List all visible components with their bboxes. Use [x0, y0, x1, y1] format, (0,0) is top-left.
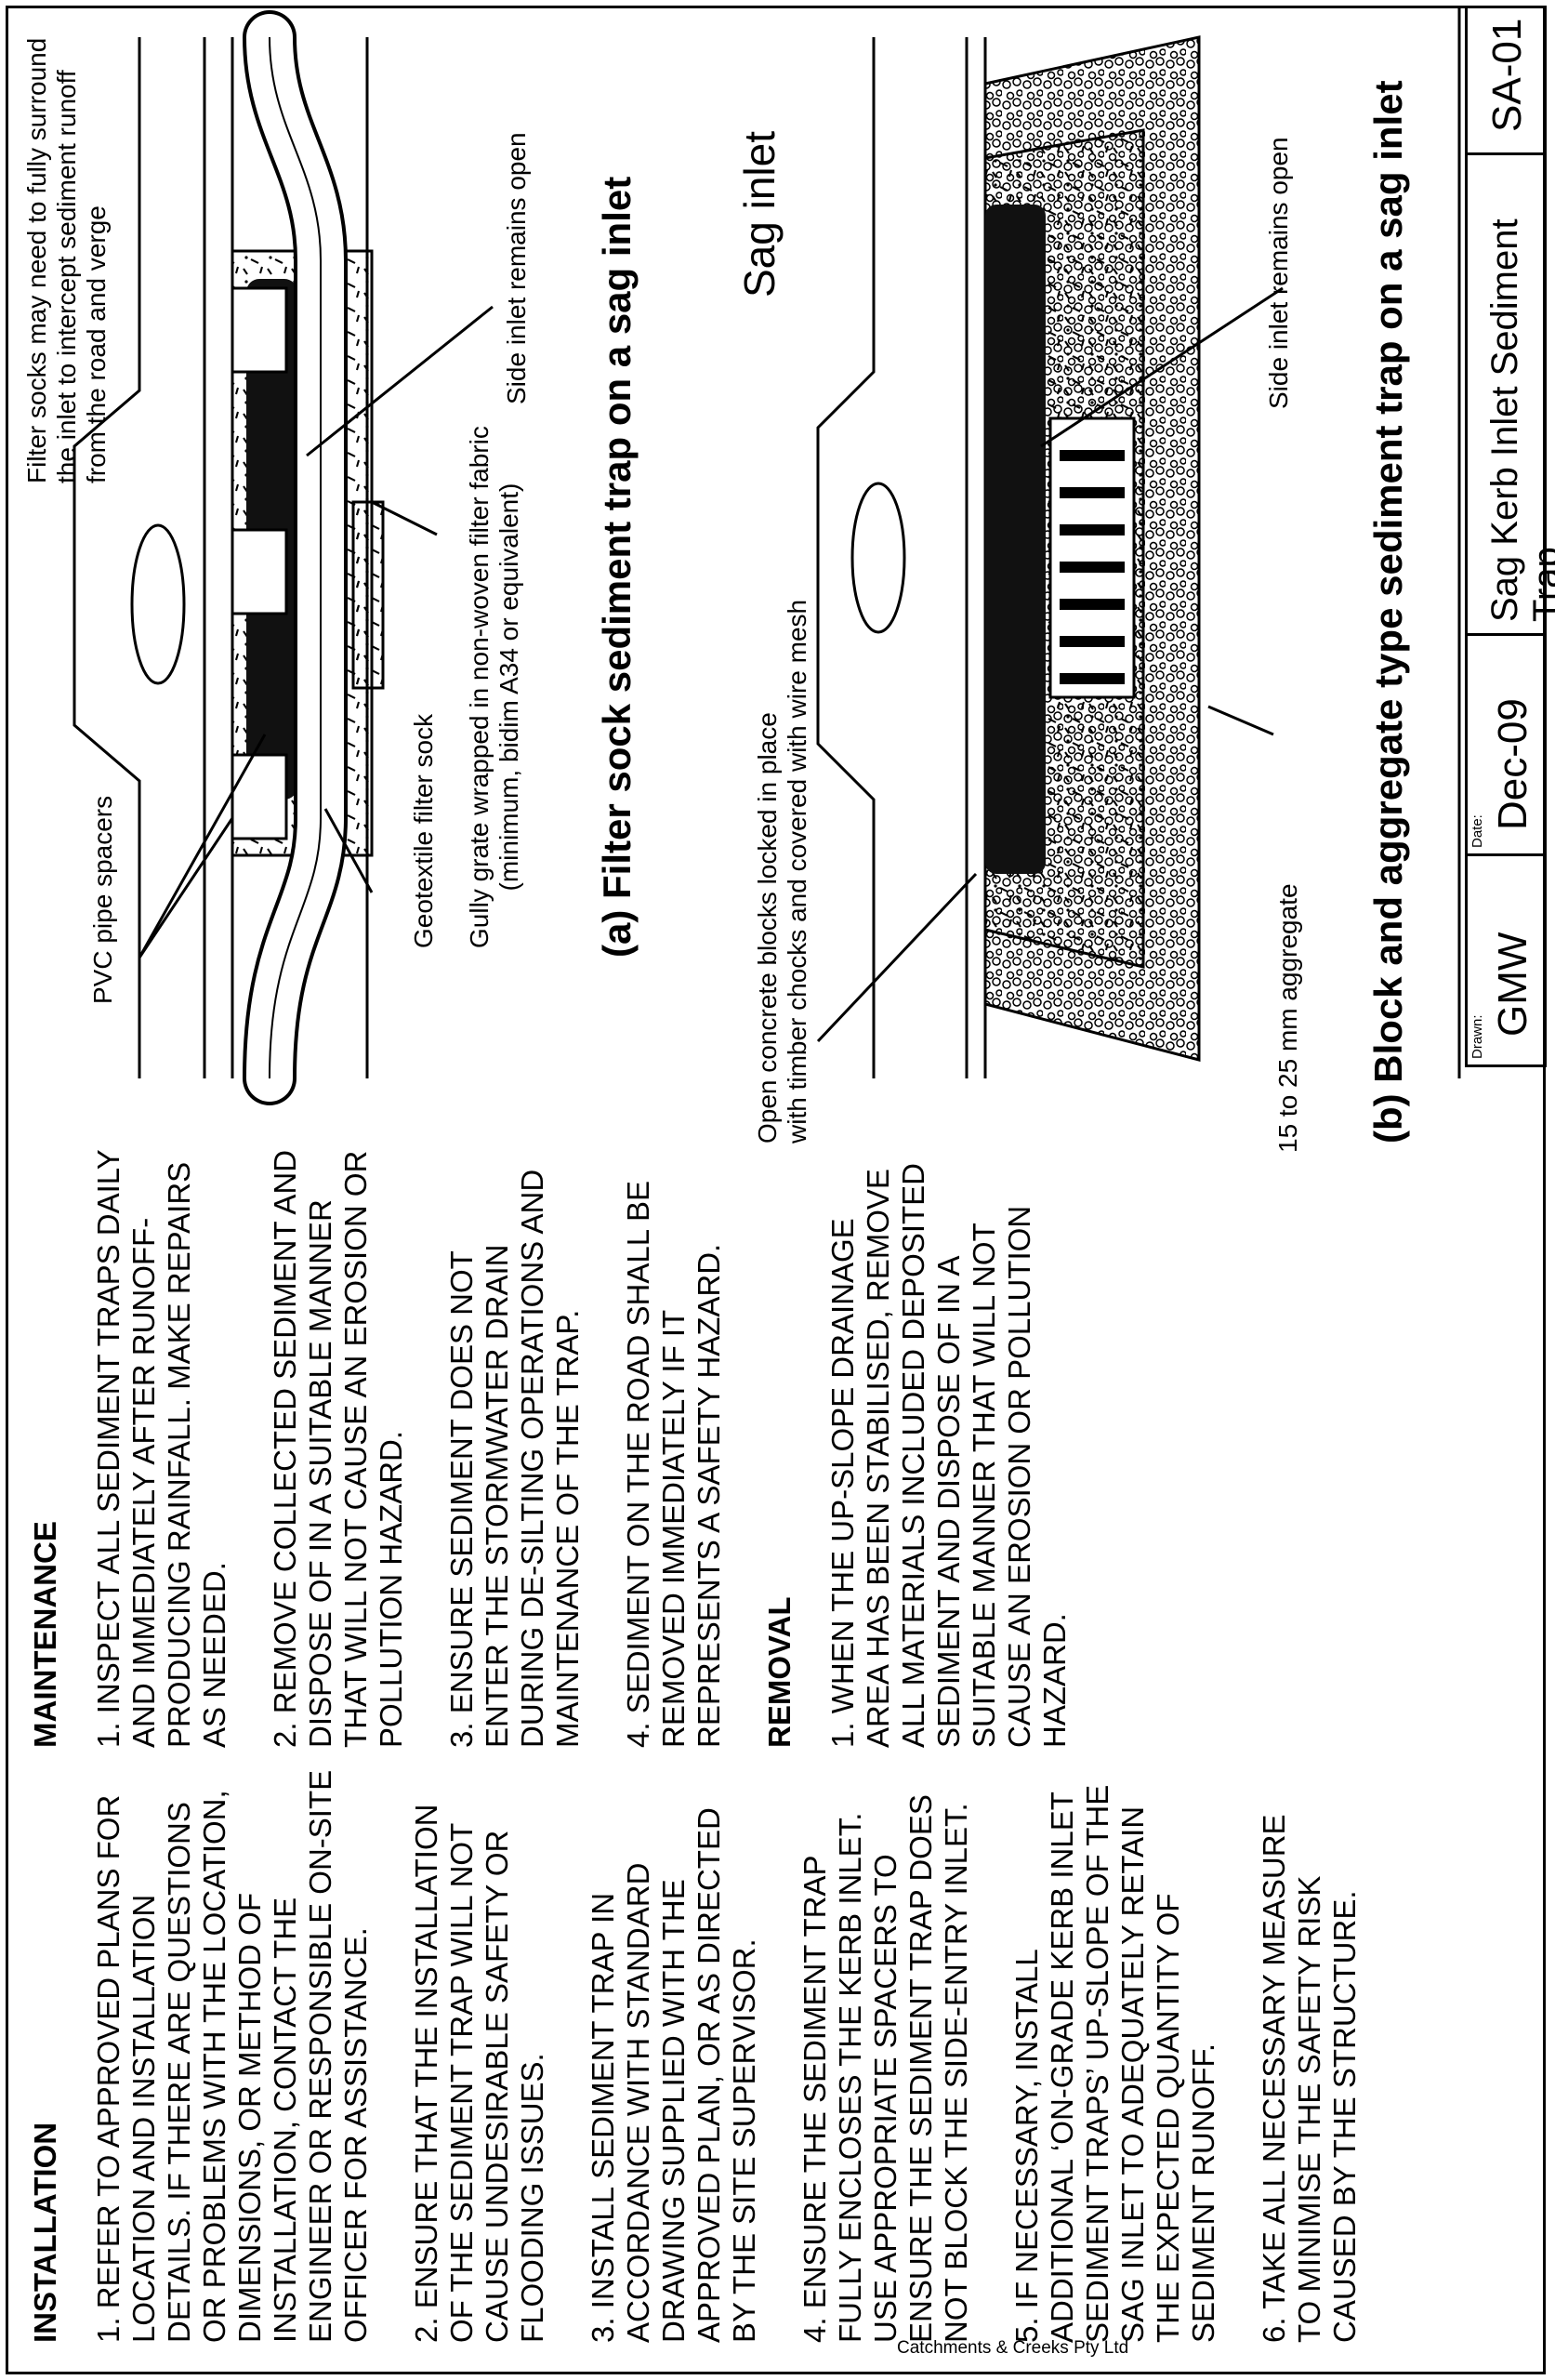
caption-a: (a) Filter sock sediment trap on a sag i…: [595, 176, 639, 958]
gully-grate: [351, 500, 385, 690]
filter-socks-label: Filter socks may need to fully surround …: [22, 37, 111, 483]
drawing-code: SA-01: [1484, 18, 1530, 132]
drawn-cell: Drawn: GMW: [1465, 853, 1547, 1067]
drain-oval: [130, 523, 186, 685]
block-aggregate-diagram: [816, 35, 1284, 1078]
drawn-value: GMW: [1490, 932, 1535, 1037]
side-inlet-label-a: Side inlet remains open: [502, 132, 531, 404]
pvc-spacers-label: PVC pipe spacers: [88, 795, 117, 1004]
caption-b: (b) Block and aggregate type sediment tr…: [1366, 80, 1410, 1144]
verge-outline: [72, 37, 141, 1078]
aggregate-label: 15 to 25 mm aggregate: [1273, 883, 1302, 1153]
date-cell: Date: Dec-09: [1465, 633, 1547, 856]
title-cell: Sag Kerb Inlet Sediment Trap: [1465, 152, 1555, 636]
drawn-label: Drawn:: [1469, 1014, 1485, 1059]
drain-oval: [850, 482, 906, 634]
geotextile-label: Geotextile filter sock: [409, 713, 438, 948]
gully-grate-label: Gully grate wrapped in non-woven filter …: [465, 426, 523, 948]
side-inlet-label-b: Side inlet remains open: [1264, 137, 1293, 409]
date-value: Dec-09: [1490, 698, 1535, 830]
side-inlet-opening: [985, 205, 1046, 874]
drawing-title: Sag Kerb Inlet Sediment Trap: [1484, 218, 1555, 622]
blocks-label: Open concrete blocks locked in place wit…: [753, 599, 811, 1144]
verge-outline: [816, 37, 876, 1078]
pvc-spacer: [231, 286, 288, 374]
filter-sock-diagram: [72, 10, 494, 1105]
date-label: Date:: [1469, 814, 1485, 848]
pvc-spacer: [231, 753, 288, 840]
pvc-spacer: [231, 528, 288, 615]
code-cell: SA-01: [1465, 6, 1547, 155]
sag-inlet-label: Sag inlet: [735, 130, 784, 298]
